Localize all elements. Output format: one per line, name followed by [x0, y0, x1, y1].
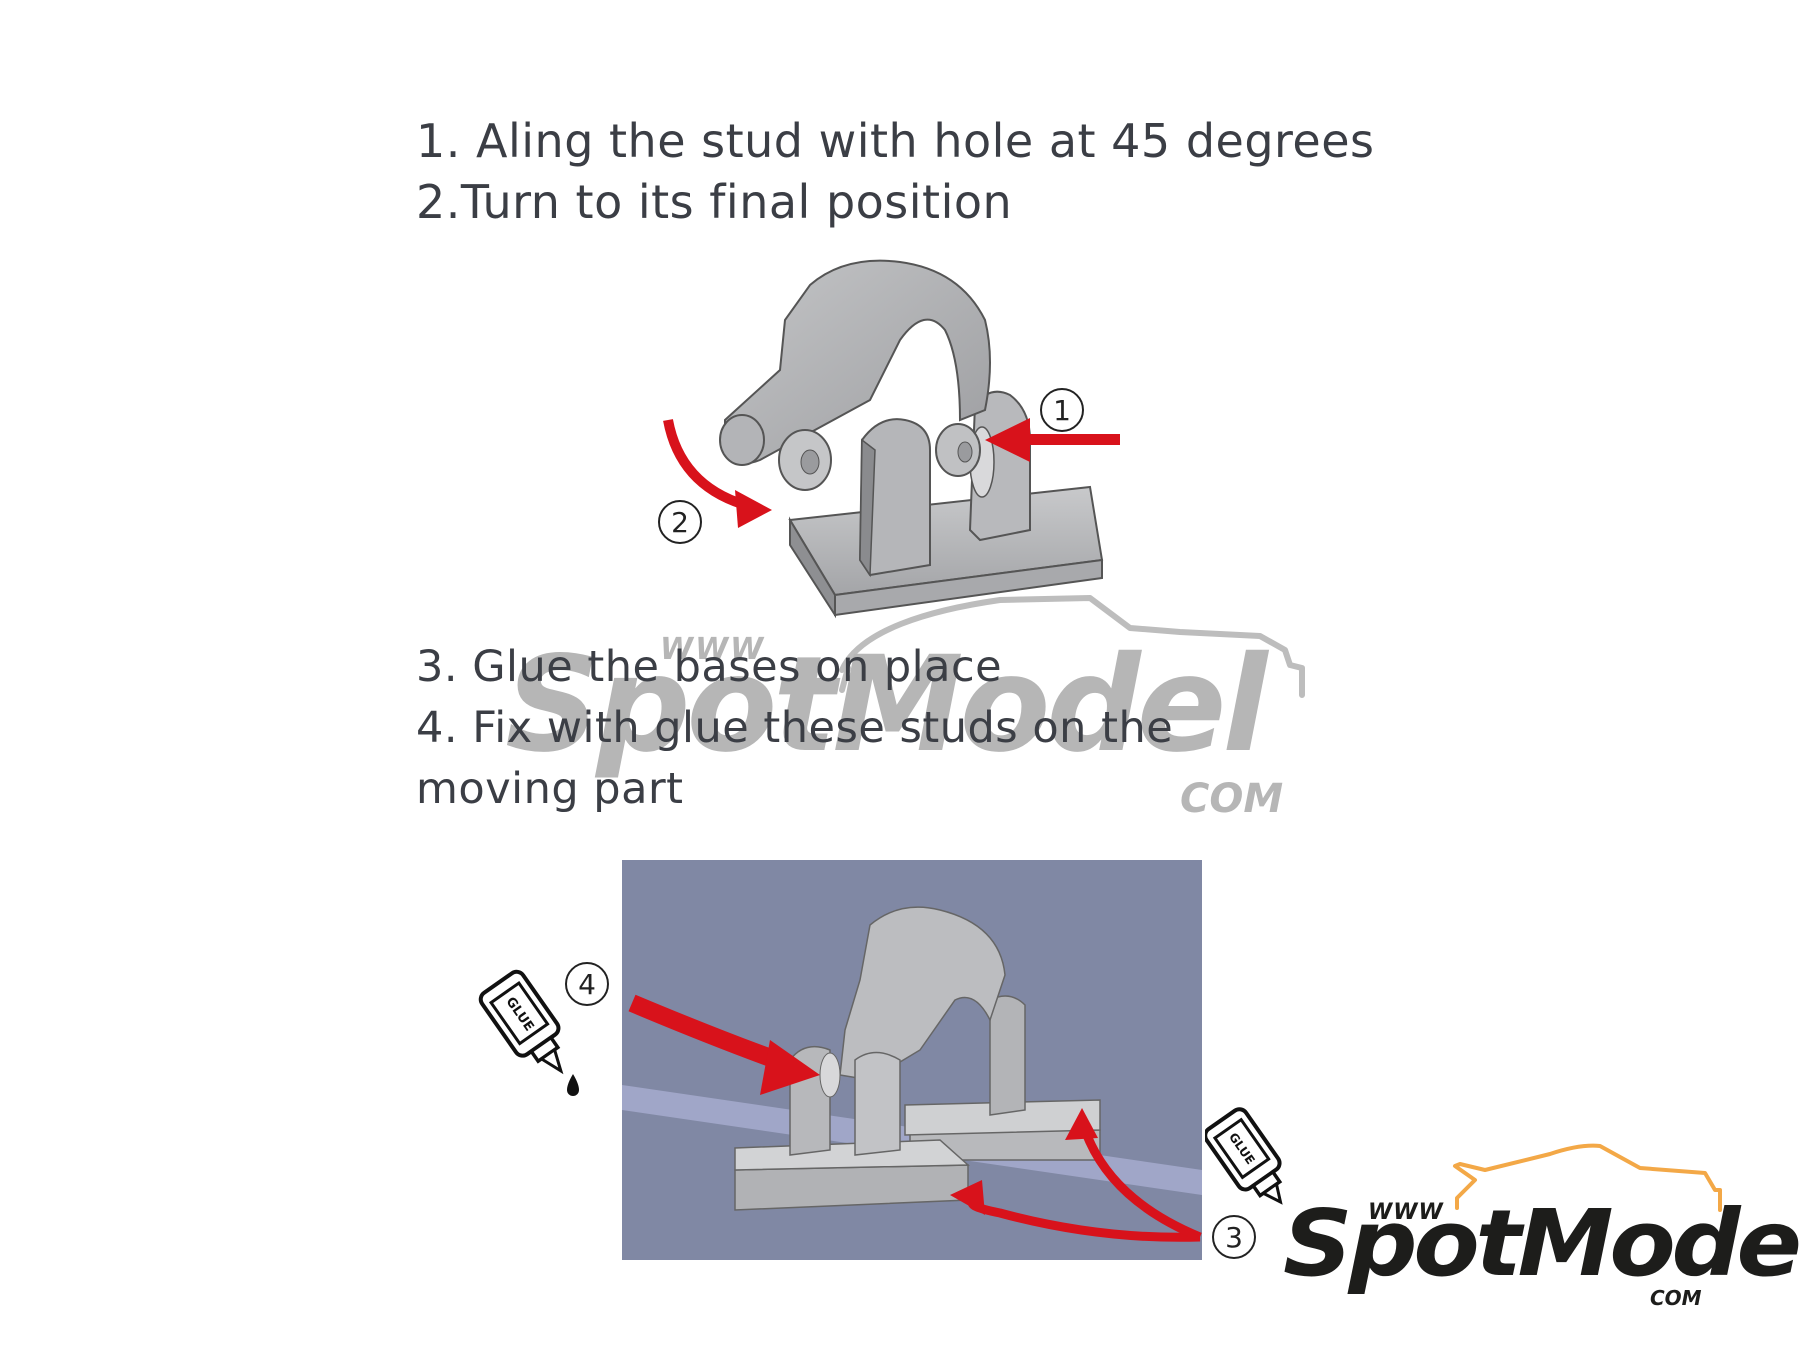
arrow-step-2: [663, 419, 772, 528]
watermark-www: WWW: [660, 632, 766, 667]
logo-www: WWW: [1368, 1200, 1444, 1225]
left-upright: [858, 418, 931, 578]
logo-car-outline: [1453, 1143, 1722, 1212]
watermark-tld: COM: [1180, 776, 1284, 822]
glue-bottle-icon: GLUE: [478, 969, 579, 1096]
watermark-brand: SpotModel: [505, 628, 1268, 782]
step-1-text: 1. Aling the stud with hole at 45 degree…: [416, 114, 1375, 168]
arrow-step-4: [628, 994, 820, 1095]
step-4-text-line1: 4. Fix with glue these studs on the: [416, 703, 1174, 753]
logo-tld: COM: [1650, 1286, 1702, 1310]
step-2-text: 2.Turn to its final position: [416, 175, 1013, 229]
step-3-text: 3. Glue the bases on place: [416, 642, 1003, 692]
arrows-step-3: [950, 1108, 1202, 1242]
arrow-step-1: [985, 418, 1120, 462]
callout-3: 3: [1212, 1215, 1256, 1259]
callout-1: 1: [1040, 388, 1084, 432]
rotating-arm: [719, 259, 991, 491]
logo-brand: SpotModel: [1283, 1190, 1800, 1297]
glue-bottle-icon: GLUE: [1205, 1107, 1283, 1205]
callout-4: 4: [565, 962, 609, 1006]
step-4-text-line2: moving part: [416, 764, 684, 814]
callout-2: 2: [658, 500, 702, 544]
